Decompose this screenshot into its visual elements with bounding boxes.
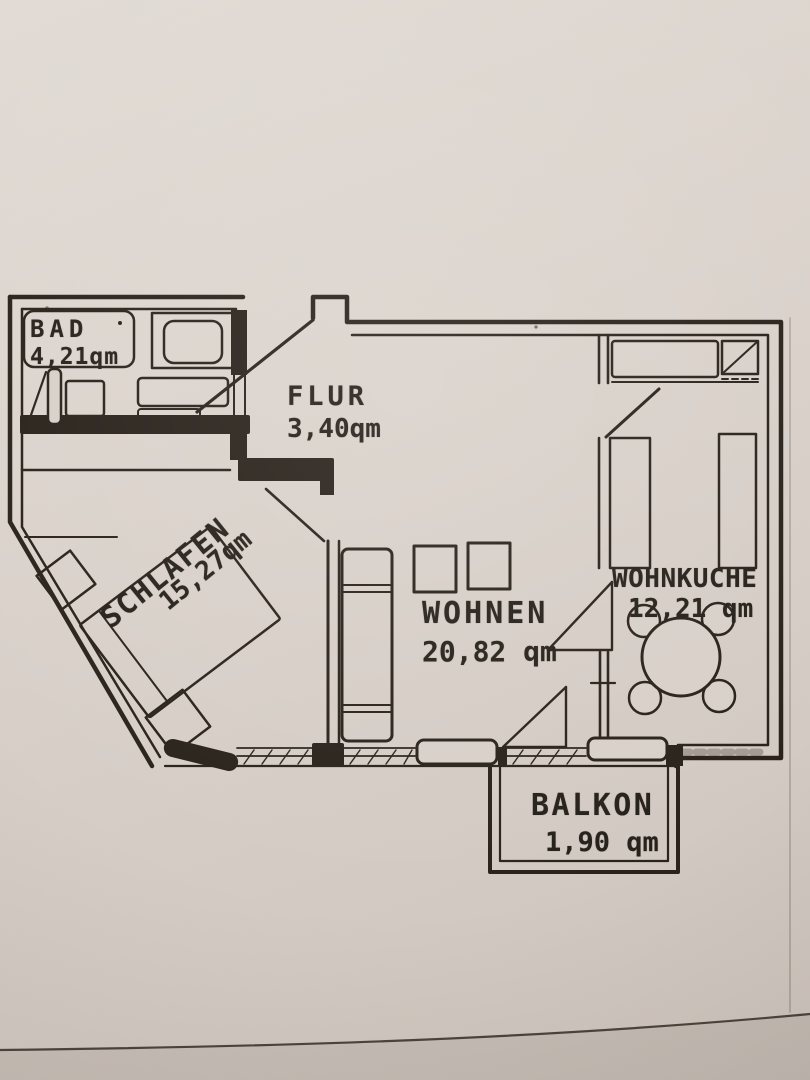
room-area-wohnen: 20,82 qm bbox=[422, 634, 557, 668]
bed bbox=[79, 525, 281, 719]
window bbox=[343, 747, 416, 765]
room-label-balkon: BALKON 1,90 qm bbox=[531, 790, 659, 857]
vanity-shelf bbox=[137, 408, 201, 423]
interior-walls bbox=[20, 310, 683, 772]
room-area-balkon: 1,90 qm bbox=[545, 826, 659, 858]
window bbox=[236, 747, 313, 765]
windows bbox=[236, 736, 770, 766]
nightstand bbox=[35, 549, 97, 611]
corner-sink-unit bbox=[720, 339, 760, 380]
kitchen-counter-right bbox=[717, 432, 758, 570]
wohnkueche-furniture bbox=[608, 339, 760, 716]
balcony-door-leaf bbox=[415, 738, 499, 766]
room-area-bad: 4,21qm bbox=[30, 344, 120, 371]
kitchen-door-swing bbox=[604, 387, 661, 439]
room-name-flur: FLUR bbox=[287, 381, 369, 412]
bad-fixtures bbox=[22, 309, 236, 423]
dining-chair bbox=[627, 680, 663, 716]
toilet bbox=[64, 379, 106, 418]
kitchen-counter-top bbox=[610, 339, 759, 383]
room-area-wohnkueche: 12,21 qm bbox=[628, 594, 754, 625]
vanity bbox=[136, 376, 230, 408]
entrance-door-swing bbox=[195, 318, 315, 414]
outer-walls bbox=[7, 294, 784, 769]
side-table bbox=[412, 544, 458, 594]
window bbox=[506, 747, 587, 765]
sofa bbox=[340, 547, 394, 743]
bad-door bbox=[29, 367, 63, 426]
balcony-door-swing bbox=[501, 685, 568, 749]
side-table bbox=[466, 541, 512, 591]
room-name-wohnkueche: WOHNKUCHE bbox=[612, 564, 758, 594]
nightstand bbox=[144, 688, 212, 756]
page-fold-line bbox=[0, 1012, 810, 1052]
bathtub bbox=[150, 311, 236, 370]
wohnen-furniture bbox=[340, 541, 512, 743]
dining-set bbox=[626, 601, 737, 716]
room-label-flur: FLUR 3,40qm bbox=[287, 381, 381, 445]
paper-artifacts bbox=[0, 306, 810, 1080]
room-area-flur: 3,40qm bbox=[287, 414, 381, 445]
kitchen-living-door-swing bbox=[546, 580, 614, 652]
room-name-bad: BAD bbox=[30, 315, 89, 343]
room-name-wohnen: WOHNEN bbox=[422, 596, 549, 631]
door-swings bbox=[29, 318, 661, 749]
room-label-bad: BAD 4,21qm bbox=[30, 315, 120, 371]
kitchen-cabinet bbox=[608, 436, 652, 570]
dining-chair bbox=[701, 678, 737, 714]
room-name-balkon: BALKON bbox=[531, 788, 655, 823]
bad-label-box bbox=[22, 309, 136, 369]
window-sill bbox=[586, 736, 669, 762]
schlafen-furniture bbox=[35, 525, 281, 756]
room-label-wohnkueche: WOHNKUCHE 12,21 qm bbox=[612, 564, 758, 625]
schlafen-door-swing bbox=[264, 487, 326, 543]
dining-table bbox=[640, 616, 722, 698]
dining-chair bbox=[700, 601, 736, 637]
interior-thin-walls bbox=[20, 333, 617, 750]
balcony-outline bbox=[488, 756, 680, 874]
room-label-wohnen: WOHNEN 20,82 qm bbox=[422, 598, 557, 666]
ink-dot bbox=[118, 321, 122, 325]
